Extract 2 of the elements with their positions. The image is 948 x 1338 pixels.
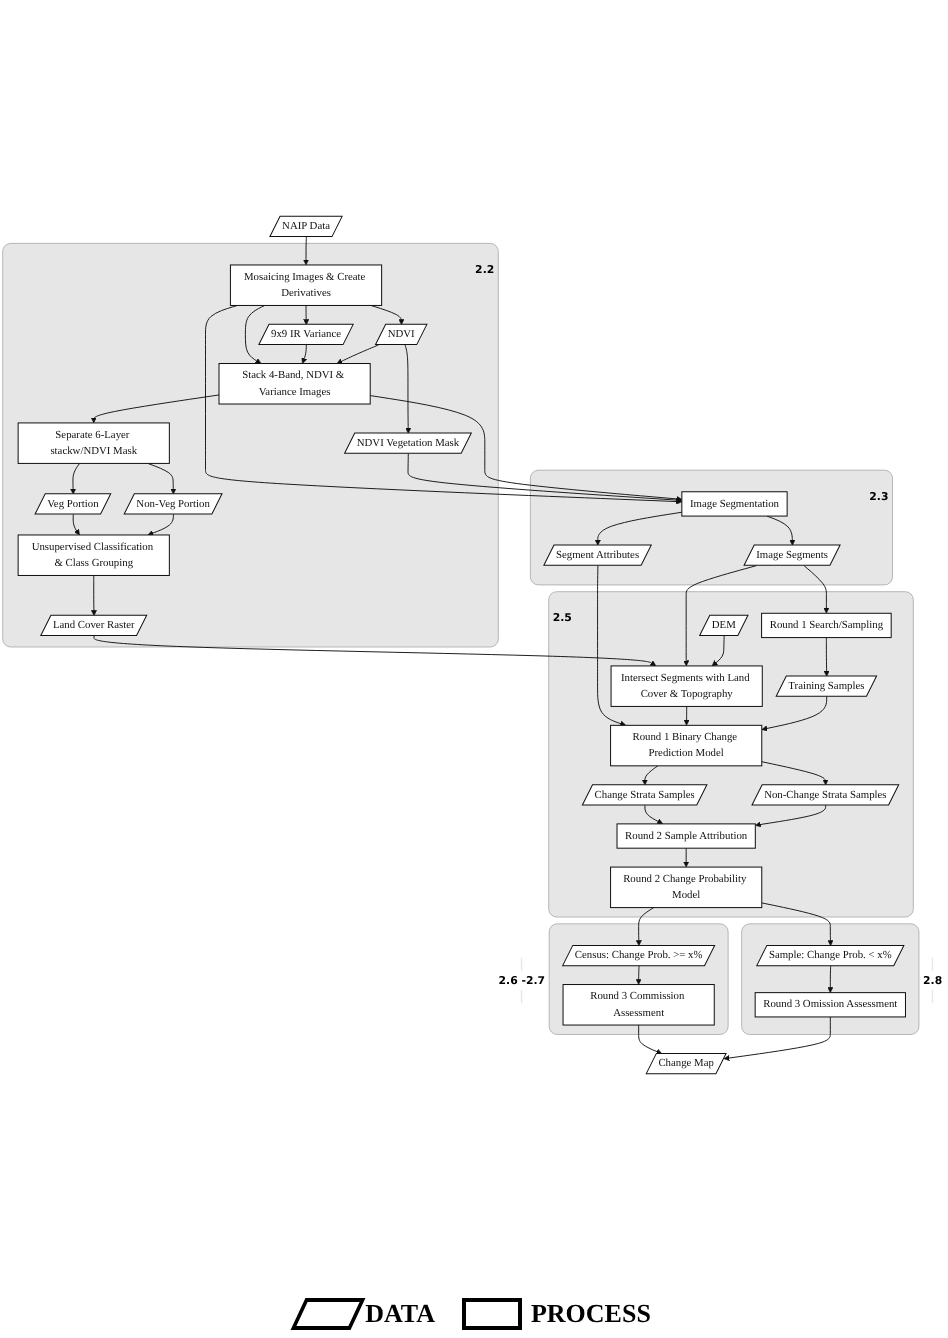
legend-label: PROCESS: [530, 1298, 651, 1330]
legend-label: DATA: [365, 1298, 435, 1330]
